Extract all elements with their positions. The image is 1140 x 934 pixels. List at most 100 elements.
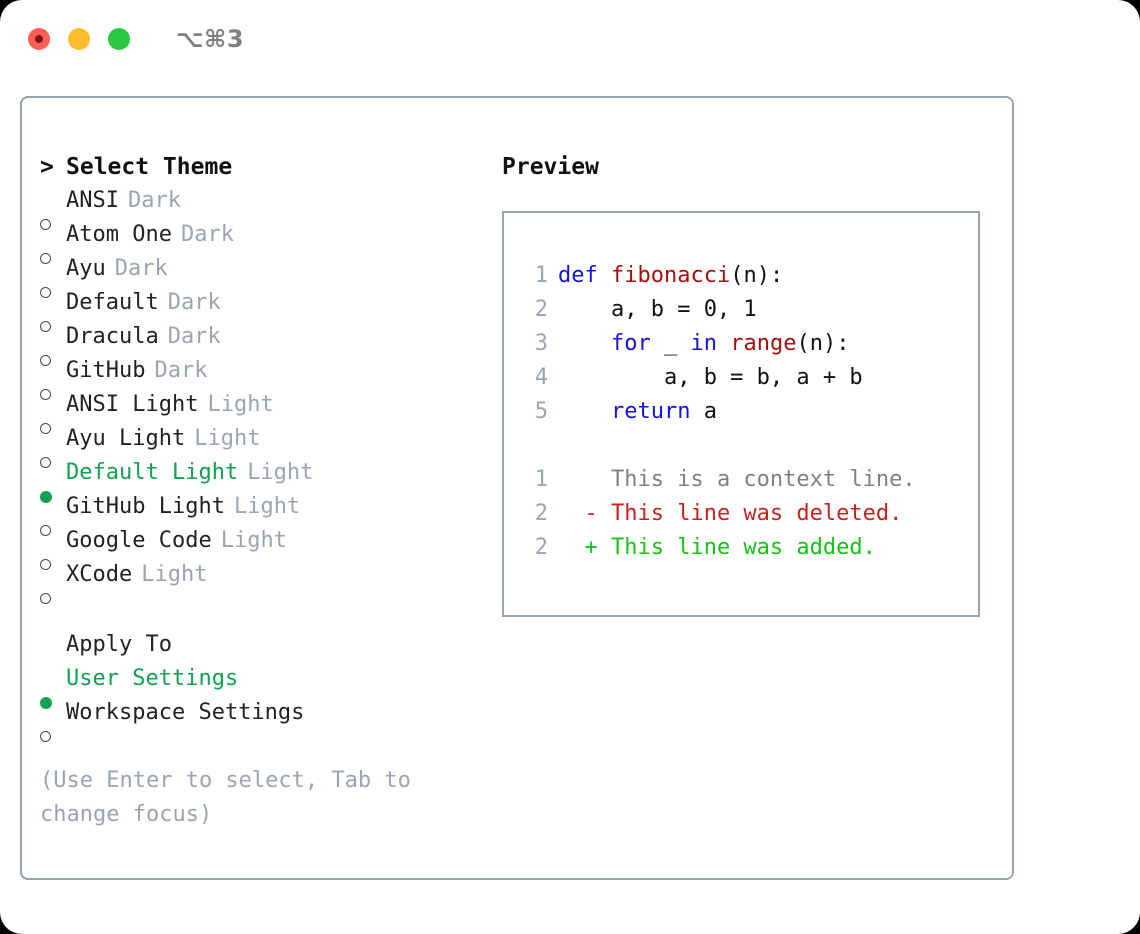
code-token-plain: a, b = 0, 1 bbox=[558, 297, 757, 322]
theme-option-label: GitHub Light bbox=[66, 494, 225, 519]
code-token-plain: (n): bbox=[796, 331, 850, 356]
code-token-plain bbox=[717, 331, 730, 356]
theme-option-3[interactable]: Default Dark bbox=[40, 286, 502, 332]
diff-line-add: 2 + This line was added. bbox=[514, 531, 978, 565]
theme-option-1[interactable]: Atom One Dark bbox=[40, 218, 502, 264]
code-line-number: 5 bbox=[534, 399, 548, 424]
caret-icon: > bbox=[40, 154, 54, 180]
theme-option-11[interactable]: XCode Light bbox=[40, 558, 502, 604]
code-line: 4 a, b = b, a + b bbox=[514, 361, 978, 395]
theme-option-variant-tag: Light bbox=[247, 460, 314, 485]
theme-option-label: Default bbox=[66, 290, 159, 315]
preview-heading: Preview bbox=[502, 154, 599, 180]
theme-option-6[interactable]: ANSI Light Light bbox=[40, 388, 502, 434]
code-token-kw: in bbox=[690, 331, 717, 356]
code-line-number: 4 bbox=[534, 365, 548, 390]
theme-option-variant-tag: Dark bbox=[167, 290, 221, 315]
radio-mark bbox=[40, 731, 51, 742]
apply-to-option-label: User Settings bbox=[66, 666, 239, 691]
theme-option-8[interactable]: Default Light Light bbox=[40, 456, 502, 503]
theme-option-label: ANSI Light bbox=[66, 392, 199, 417]
minimize-button[interactable] bbox=[68, 28, 90, 50]
theme-option-variant-tag: Light bbox=[233, 494, 301, 519]
radio-mark bbox=[40, 253, 51, 264]
radio-mark bbox=[40, 457, 51, 468]
select-theme-heading-label: Select Theme bbox=[66, 154, 233, 180]
close-button[interactable] bbox=[28, 28, 50, 50]
code-line-number: 3 bbox=[534, 331, 548, 356]
code-token-fn: range bbox=[730, 331, 797, 356]
code-token-kw: def bbox=[558, 263, 611, 288]
theme-option-variant-tag: Light bbox=[141, 562, 208, 587]
radio-mark bbox=[40, 593, 51, 604]
code-line: 3 for _ in range(n): bbox=[514, 327, 978, 361]
theme-option-variant-tag: Dark bbox=[167, 324, 221, 349]
radio-mark bbox=[40, 423, 51, 434]
diff-line-number: 2 bbox=[534, 535, 548, 560]
code-line-number: 1 bbox=[534, 263, 548, 288]
theme-option-label: GitHub bbox=[66, 358, 146, 383]
radio-mark bbox=[40, 355, 51, 366]
diff-line-text: - This line was deleted. bbox=[558, 501, 903, 526]
code-token-plain: a bbox=[690, 399, 717, 424]
theme-option-variant-tag: Light bbox=[207, 392, 274, 417]
radio-mark bbox=[40, 389, 51, 400]
code-token-plain bbox=[558, 399, 611, 424]
code-token-plain: a, b = b, a + b bbox=[558, 365, 863, 390]
diff-line-number: 2 bbox=[534, 501, 548, 526]
code-line-text: a, b = 0, 1 bbox=[558, 293, 757, 327]
diff-line-del: 2 - This line was deleted. bbox=[514, 497, 978, 531]
diff-line-text: + This line was added. bbox=[558, 535, 876, 560]
code-line-text: a, b = b, a + b bbox=[558, 361, 863, 395]
diff-line-text: This is a context line. bbox=[558, 467, 916, 492]
radio-mark bbox=[40, 491, 52, 503]
theme-option-label: Ayu Light bbox=[66, 426, 186, 451]
diff-line-ctx: 1 This is a context line. bbox=[514, 463, 978, 497]
code-line-text: for _ in range(n): bbox=[558, 327, 849, 361]
theme-option-label: ANSI bbox=[66, 188, 119, 213]
theme-option-variant-tag: Dark bbox=[127, 188, 181, 213]
radio-mark bbox=[40, 321, 51, 332]
code-token-plain bbox=[558, 331, 611, 356]
code-line-text: return a bbox=[558, 395, 717, 429]
theme-option-variant-tag: Dark bbox=[154, 358, 208, 383]
apply-to-option-1[interactable]: Workspace Settings bbox=[40, 696, 502, 742]
code-token-kw: return bbox=[610, 399, 691, 424]
theme-option-label: Default Light bbox=[66, 460, 239, 485]
select-theme-heading: > Select Theme bbox=[40, 150, 502, 184]
help-hint-text: (Use Enter to select, Tab to change focu… bbox=[40, 768, 425, 827]
code-line: 5 return a bbox=[514, 395, 978, 429]
code-token-plain: _ bbox=[650, 331, 691, 356]
apply-to-option-0[interactable]: User Settings bbox=[40, 662, 502, 709]
radio-mark bbox=[40, 287, 51, 298]
theme-option-label: Atom One bbox=[66, 222, 172, 247]
theme-option-label: XCode bbox=[66, 562, 133, 587]
code-line-text: def fibonacci(n): bbox=[558, 259, 783, 293]
code-token-kw: for bbox=[610, 331, 651, 356]
apply-to-heading: Apply To bbox=[66, 632, 172, 657]
theme-option-label: Google Code bbox=[66, 528, 212, 553]
diff-line-number: 1 bbox=[534, 467, 548, 492]
theme-option-0[interactable]: ANSI Dark bbox=[40, 184, 502, 230]
code-line-number: 2 bbox=[534, 297, 548, 322]
radio-mark bbox=[40, 559, 51, 570]
theme-option-variant-tag: Dark bbox=[114, 256, 168, 281]
diff-sample: 1 This is a context line.2 - This line w… bbox=[514, 463, 978, 565]
maximize-button[interactable] bbox=[108, 28, 130, 50]
code-token-fn: fibonacci bbox=[610, 263, 731, 288]
code-spacer bbox=[514, 429, 978, 463]
theme-option-variant-tag: Dark bbox=[180, 222, 234, 247]
theme-option-9[interactable]: GitHub Light Light bbox=[40, 490, 502, 536]
theme-option-5[interactable]: GitHub Dark bbox=[40, 354, 502, 400]
